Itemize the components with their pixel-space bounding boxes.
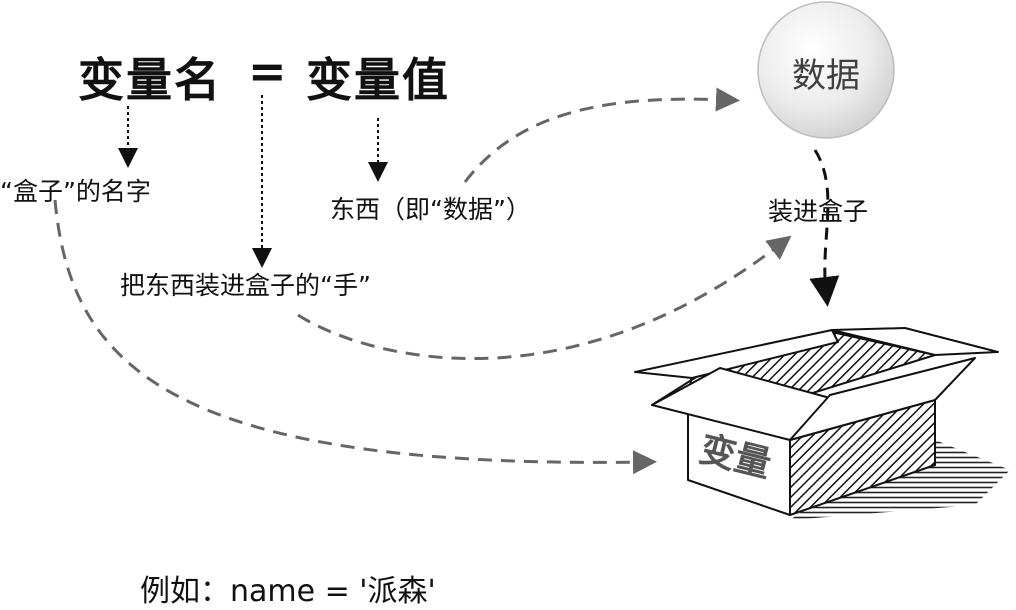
label-box-name: “盒子”的名字 bbox=[0, 177, 151, 206]
label-put-in-box: 装进盒子 bbox=[768, 197, 869, 226]
label-thing-data: 东西（即“数据”） bbox=[330, 195, 531, 224]
equation-variable-name: 变量名 bbox=[78, 53, 222, 107]
box-right-flap bbox=[789, 357, 976, 441]
box-shadow bbox=[790, 440, 1010, 520]
equation-equals-sign: = bbox=[248, 44, 289, 98]
box-back-flap bbox=[634, 329, 839, 379]
example-code: 例如：name = '派森' bbox=[140, 574, 436, 609]
dashed-arrow-circle-to-box bbox=[809, 149, 840, 307]
data-circle-label: 数据 bbox=[792, 56, 860, 96]
data-circle bbox=[757, 1, 895, 139]
dashed-arrow-name-to-box bbox=[53, 199, 657, 475]
dashed-arrow-data-to-circle bbox=[463, 87, 740, 183]
equation-variable-value: 变量值 bbox=[306, 53, 450, 107]
box-top-right-flap bbox=[831, 327, 999, 356]
label-hand: 把东西装进盒子的“手” bbox=[120, 271, 371, 300]
variable-box bbox=[634, 327, 1010, 520]
dashed-arrow-hand-to-put bbox=[297, 235, 792, 360]
